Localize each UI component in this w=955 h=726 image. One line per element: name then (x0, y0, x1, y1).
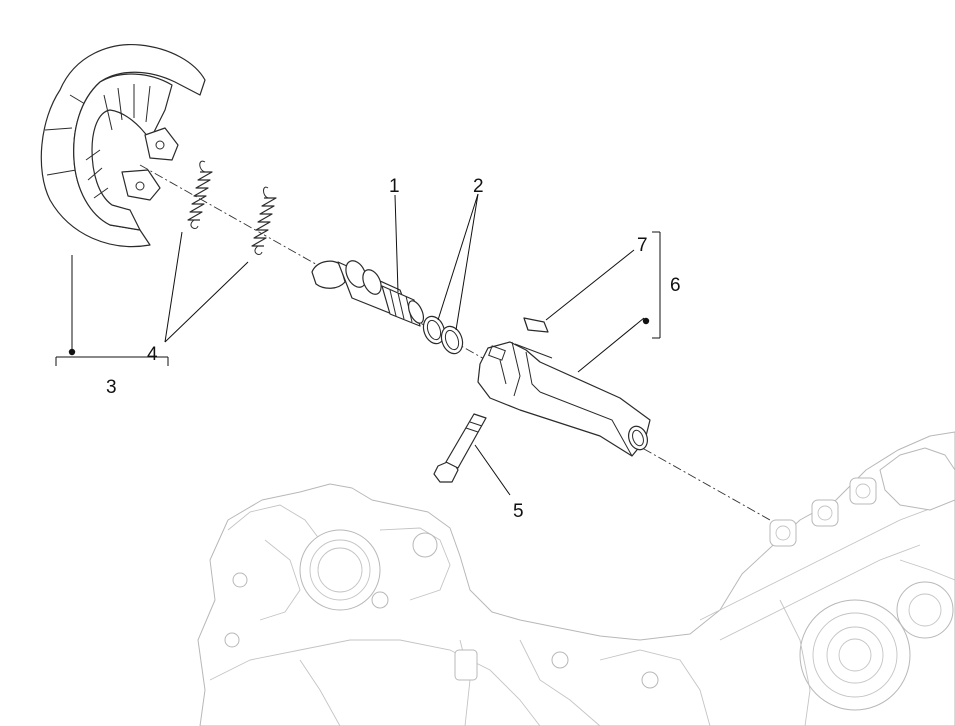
callout-1: 1 (389, 176, 400, 197)
engine-crankcase-ghost (197, 431, 955, 726)
callout-5: 5 (513, 501, 524, 522)
callout-6: 6 (670, 275, 681, 296)
brake-cam-shaft (311, 260, 425, 327)
brake-shoes (40, 43, 206, 248)
dot-marker-3 (68, 348, 76, 356)
dot-marker-6 (642, 317, 650, 325)
o-rings (422, 315, 464, 355)
spring-upper (187, 160, 213, 229)
leader-lines (55, 193, 661, 496)
bolt (433, 413, 487, 483)
return-springs (187, 160, 277, 255)
brake-lever (477, 341, 651, 457)
spring-lower (251, 186, 277, 255)
key (523, 317, 549, 333)
callout-7: 7 (637, 235, 648, 256)
callout-3: 3 (106, 377, 117, 398)
callout-4: 4 (147, 344, 158, 365)
callout-2: 2 (473, 176, 484, 197)
